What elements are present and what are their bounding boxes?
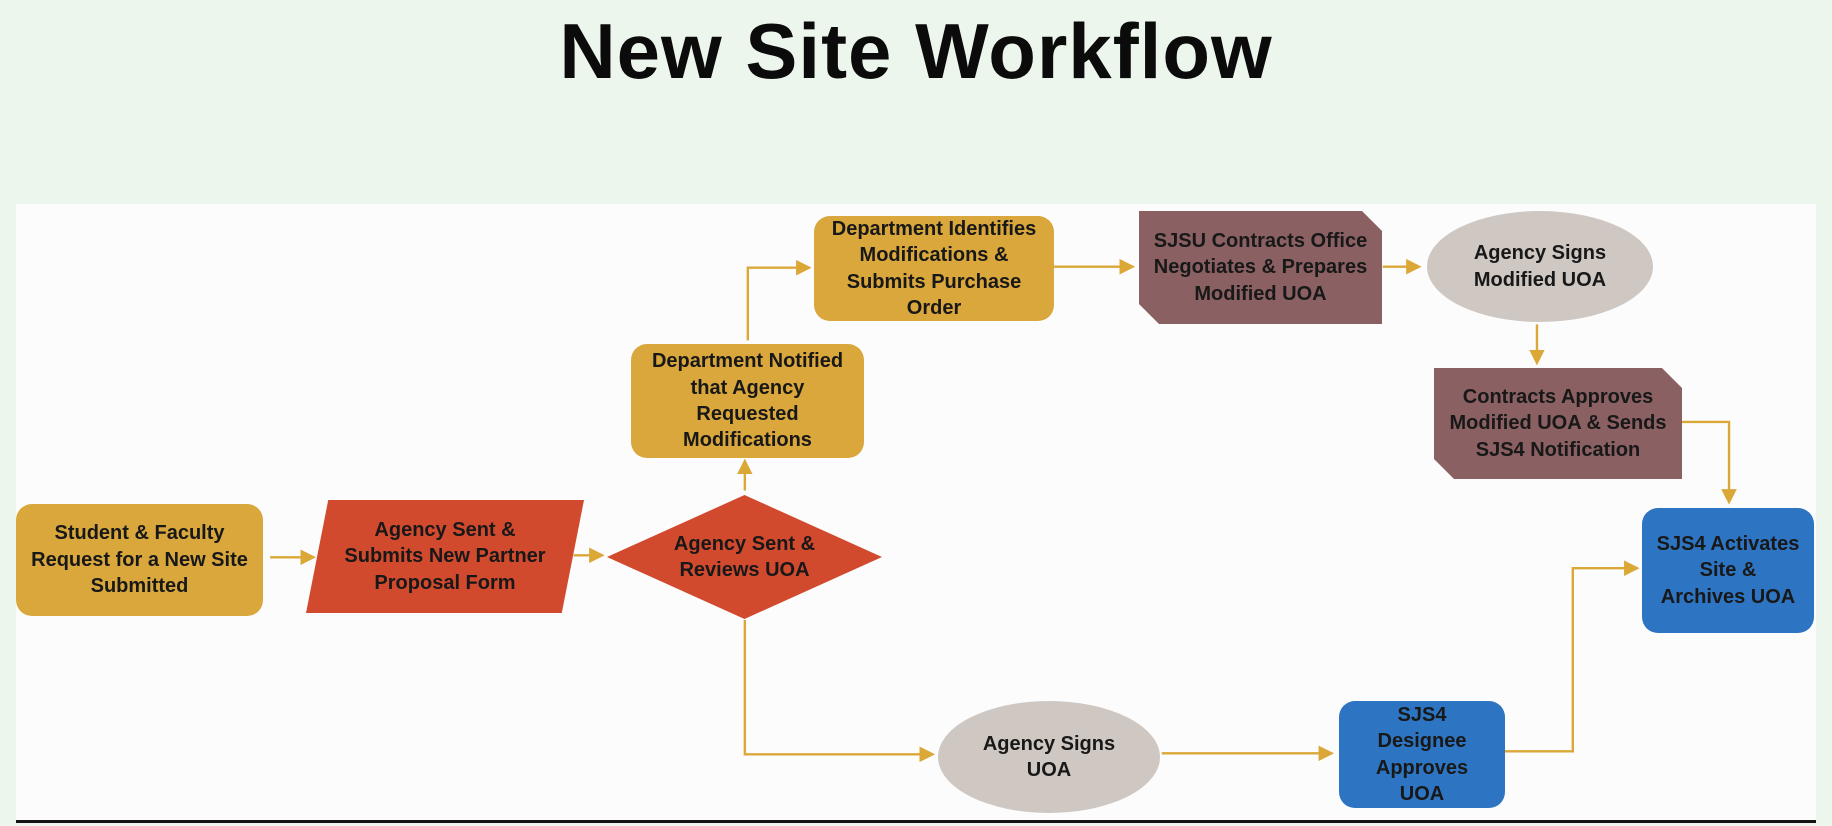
diagram-canvas: Student & Faculty Request for a New Site… [16,204,1816,823]
node-contracts-approves: Contracts Approves Modified UOA & Sends … [1434,368,1682,479]
node-label: Agency Sent & Submits New Partner Propos… [344,518,546,594]
node-sjs4-designee-approves: SJS4 Designee Approves UOA [1339,701,1505,808]
node-agency-signs-uoa: Agency Signs UOA [938,701,1160,813]
node-label: Agency Signs UOA [982,732,1116,781]
node-label: Department Identifies Modifications & Su… [831,217,1037,319]
node-label: SJS4 Activates Site & Archives UOA [1656,532,1800,608]
node-label: Department Notified that Agency Requeste… [651,350,844,452]
node-label: Student & Faculty Request for a New Site… [31,522,248,598]
node-label: SJS4 Designee Approves UOA [1375,703,1469,805]
node-label: Agency Sent & Reviews UOA [673,532,816,581]
node-contracts-negotiates: SJSU Contracts Office Negotiates & Prepa… [1139,211,1382,324]
node-agency-reviews-uoa: Agency Sent & Reviews UOA [607,495,882,619]
node-label: Agency Signs Modified UOA [1473,242,1607,291]
node-dept-identifies: Department Identifies Modifications & Su… [814,216,1054,321]
node-agency-signs-modified: Agency Signs Modified UOA [1427,211,1653,322]
node-student-request: Student & Faculty Request for a New Site… [16,504,263,616]
node-agency-proposal-form: Agency Sent & Submits New Partner Propos… [306,500,584,613]
node-dept-notified: Department Notified that Agency Requeste… [631,344,864,458]
node-label: SJSU Contracts Office Negotiates & Prepa… [1153,229,1368,305]
node-sjs4-activates: SJS4 Activates Site & Archives UOA [1642,508,1814,633]
node-label: Contracts Approves Modified UOA & Sends … [1449,385,1667,461]
page-title: New Site Workflow [559,7,1273,95]
